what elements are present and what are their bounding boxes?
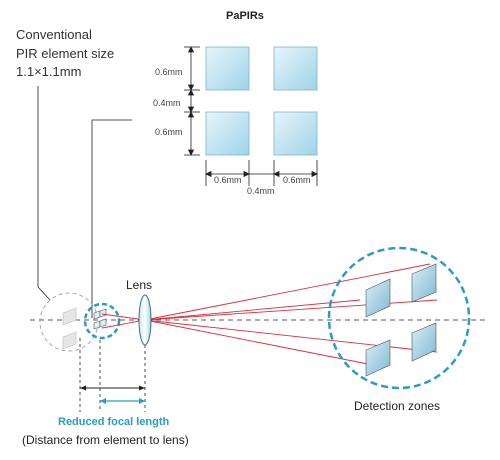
dim-horizontal-left: 0.6mm bbox=[214, 175, 242, 185]
dim-horizontal-gap: 0.4mm bbox=[247, 186, 275, 196]
lens-label: Lens bbox=[126, 278, 153, 292]
conventional-label-line1: Conventional bbox=[16, 27, 92, 42]
papirs-title: PaPIRs bbox=[226, 10, 264, 22]
pir-element bbox=[205, 111, 250, 156]
vertical-dimensions bbox=[184, 46, 200, 156]
detection-zones bbox=[327, 246, 471, 390]
dim-horizontal-right: 0.6mm bbox=[283, 175, 311, 185]
dim-vertical-gap: 0.4mm bbox=[153, 98, 181, 108]
detection-zone-panel bbox=[411, 322, 437, 362]
dim-vertical-top: 0.6mm bbox=[155, 67, 183, 77]
detection-zones-label: Detection zones bbox=[354, 399, 441, 413]
pir-element bbox=[273, 111, 318, 156]
conventional-element bbox=[39, 292, 99, 352]
conventional-label-line2: PIR element size bbox=[16, 46, 115, 61]
pir-element bbox=[273, 46, 318, 91]
detection-zone-panel bbox=[365, 339, 391, 377]
papirs-element-grid bbox=[205, 46, 318, 156]
detection-zone-panel bbox=[365, 278, 391, 318]
horizontal-dimensions bbox=[205, 160, 318, 186]
dim-vertical-bottom: 0.6mm bbox=[155, 127, 183, 137]
lens bbox=[138, 294, 152, 346]
pir-element bbox=[205, 46, 250, 91]
reduced-focal-length-label: Reduced focal length bbox=[58, 416, 170, 428]
conventional-size-label: 1.1×1.1mm bbox=[16, 64, 82, 79]
papirs-element bbox=[83, 302, 121, 340]
distance-note: (Distance from element to lens) bbox=[22, 433, 189, 447]
focal-length-arrows bbox=[80, 385, 145, 404]
detection-zone-panel bbox=[411, 263, 437, 303]
leader-lines bbox=[37, 86, 132, 318]
